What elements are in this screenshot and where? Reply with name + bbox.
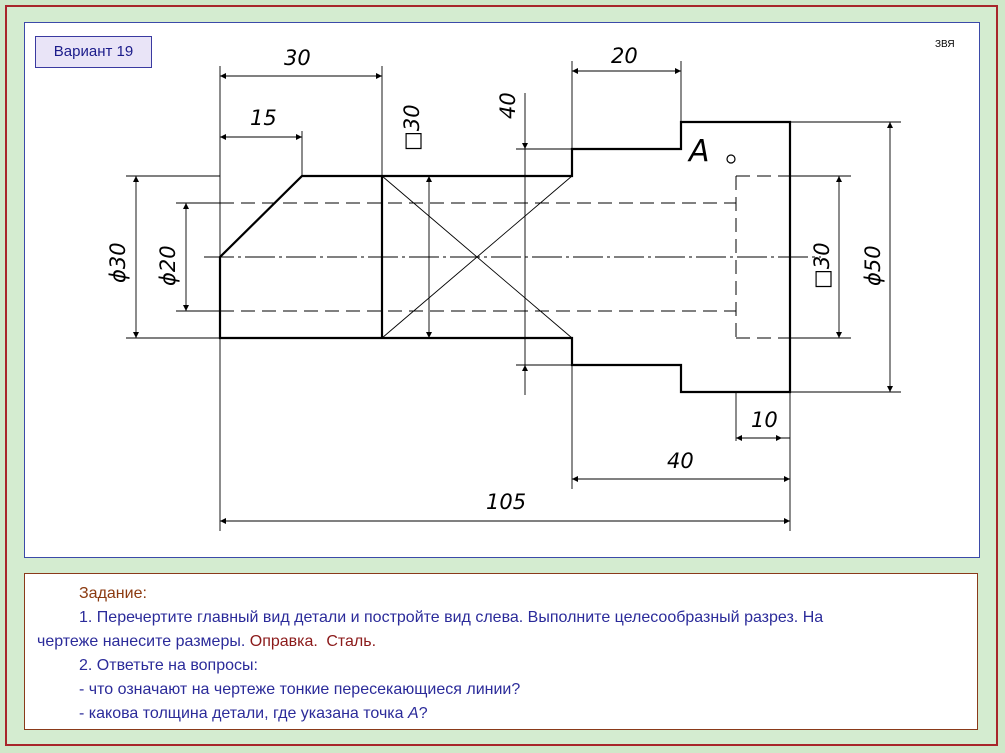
task-question-2a: - какова толщина детали, где указана точ…	[79, 705, 404, 722]
dimension-lines	[133, 68, 893, 524]
variant-badge: Вариант 19	[35, 36, 152, 68]
task-panel: Задание: 1. Перечертите главный вид дета…	[24, 573, 978, 730]
task-item-1c: Оправка.	[249, 633, 318, 650]
extension-lines	[126, 61, 901, 531]
task-item-1b: чертеже нанесите размеры.	[37, 633, 246, 650]
dim-top-20: 20	[611, 44, 638, 68]
dim-dia-20: ϕ20	[156, 245, 180, 286]
task-question-2b: А	[408, 705, 419, 722]
task-title: Задание:	[79, 585, 147, 602]
dim-top-15: 15	[250, 106, 277, 130]
dim-vertical-40: 40	[496, 92, 520, 119]
task-question-1: - что означают на чертеже тонкие пересек…	[79, 681, 521, 698]
hidden-lines	[220, 175, 790, 339]
dim-dia-50: ϕ50	[861, 245, 885, 286]
task-item-1b-row: чертеже нанесите размеры. Оправка. Сталь…	[37, 630, 376, 654]
author-tag: ЗВЯ	[935, 39, 955, 50]
dim-bottom-105: 105	[486, 490, 526, 514]
dim-top-30: 30	[284, 46, 311, 70]
dim-bottom-40: 40	[667, 449, 694, 473]
point-a-marker	[726, 154, 736, 164]
technical-drawing: 30 15 20 A 10 40 105 ϕ30 ϕ20 □30 40 □30 …	[106, 44, 901, 531]
task-item-1a: 1. Перечертите главный вид детали и пост…	[79, 609, 824, 626]
task-item-2: 2. Ответьте на вопросы:	[79, 657, 258, 674]
dim-square-30-left: □30	[400, 104, 424, 151]
dim-bottom-10: 10	[751, 408, 778, 432]
point-a-label: A	[687, 134, 710, 169]
drawing-panel: 30 15 20 A 10 40 105 ϕ30 ϕ20 □30 40 □30 …	[24, 22, 980, 558]
task-question-2c: ?	[418, 705, 428, 722]
dim-dia-30: ϕ30	[106, 242, 130, 283]
task-question-2-row: - какова толщина детали, где указана точ…	[79, 702, 428, 726]
task-item-1d: Сталь.	[326, 633, 377, 650]
dim-square-30-right: □30	[810, 242, 834, 289]
